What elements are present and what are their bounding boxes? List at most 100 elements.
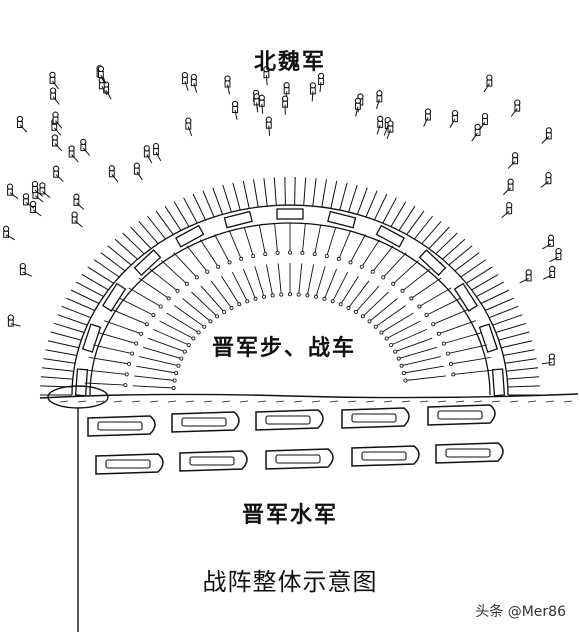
outer-spear [57,314,88,326]
outer-spear [50,331,82,341]
infantry-spear [301,222,306,253]
chariot [101,282,127,312]
infantry-soldier [401,370,406,375]
infantry-spear [86,369,127,375]
water-ripple [149,400,159,403]
infantry-spear [438,320,476,335]
wei-soldier [309,82,317,102]
infantry-spear [228,230,242,260]
infantry-spear [372,245,394,272]
outer-spear [107,245,132,266]
wei-soldier [317,72,325,93]
infantry-spear [186,245,208,272]
infantry-soldier [279,292,284,297]
infantry-soldier [134,341,139,346]
wei-soldier [68,145,79,163]
infantry-spear [391,328,427,346]
chariot [175,224,205,248]
outer-spear [492,314,523,326]
infantry-spear [132,385,174,389]
wei-soldier [49,71,59,90]
infantry-soldier [261,294,266,299]
wei-soldier [185,117,193,137]
infantry-spear [332,271,349,302]
wei-soldier [519,269,532,284]
infantry-soldier [166,296,171,301]
infantry-spear [221,275,240,305]
wei-soldier [224,75,231,95]
infantry-soldier [399,363,404,368]
infantry-spear [242,268,256,299]
water-ripple [275,400,285,403]
infantry-spear [298,263,303,295]
infantry-soldier [202,324,207,329]
outer-spear [253,179,259,208]
outer-spear [130,226,152,249]
wei-soldier [143,145,153,164]
outer-spear [414,215,434,240]
infantry-spear [348,280,370,309]
infantry-soldier [441,341,446,346]
infantry-spear [375,305,406,328]
infantry-soldier [176,363,181,368]
infantry-spear [265,264,274,296]
wei-soldier [133,162,143,181]
outer-spear [406,210,425,235]
wei-soldier [73,193,85,210]
infantry-soldier [227,260,232,265]
wei-soldier [231,100,239,120]
infantry-spear [200,285,225,313]
outer-spear [183,197,198,224]
wei-soldier [265,116,272,136]
infantry-spear [111,308,147,325]
infantry-spear [166,312,199,333]
infantry-soldier [346,305,351,310]
infantry-soldier [287,250,292,255]
chariot-arc-band [71,204,509,397]
navy-boat [171,411,240,433]
infantry-spear [362,291,389,317]
navy-boat [435,442,504,464]
water-ripple [383,400,393,403]
infantry-spear [200,239,219,267]
water-ripple [401,400,411,403]
outer-spear [507,376,540,380]
water-ripple [311,400,321,403]
wei-soldier [510,99,521,117]
wei-soldier [483,74,493,93]
infantry-soldier [370,269,375,274]
water-ripple [491,400,501,403]
infantry-soldier [324,254,329,259]
infantry-spear [134,375,175,381]
outer-spear [421,221,442,245]
outer-spear [382,197,397,224]
wei-soldier [542,234,555,250]
water-ripple [347,400,357,403]
infantry-spear [306,264,315,296]
wei-soldier [108,165,119,183]
infantry-soldier [379,330,384,335]
outer-spear [53,322,85,333]
infantry-spear [254,266,265,297]
outer-spear [93,259,120,278]
infantry-soldier [127,361,132,366]
infantry-spear [386,320,421,339]
outer-spear [87,266,114,284]
infantry-soldier [191,336,196,341]
water-ripple [239,400,249,403]
infantry-spear [138,277,169,299]
water-ripple [203,400,213,403]
infantry-spear [274,222,279,253]
outer-spear [294,176,296,206]
river-bank [39,393,579,403]
outer-spear [122,232,145,255]
water-ripple [131,400,141,403]
chariot [223,210,253,229]
jin-infantry-chariots-label: 晋军步、战车 [212,336,357,361]
chariot [133,249,162,277]
wei-soldier [386,120,394,140]
navy-boat [179,450,248,472]
outer-spear [43,358,76,364]
outer-spear [321,179,327,208]
